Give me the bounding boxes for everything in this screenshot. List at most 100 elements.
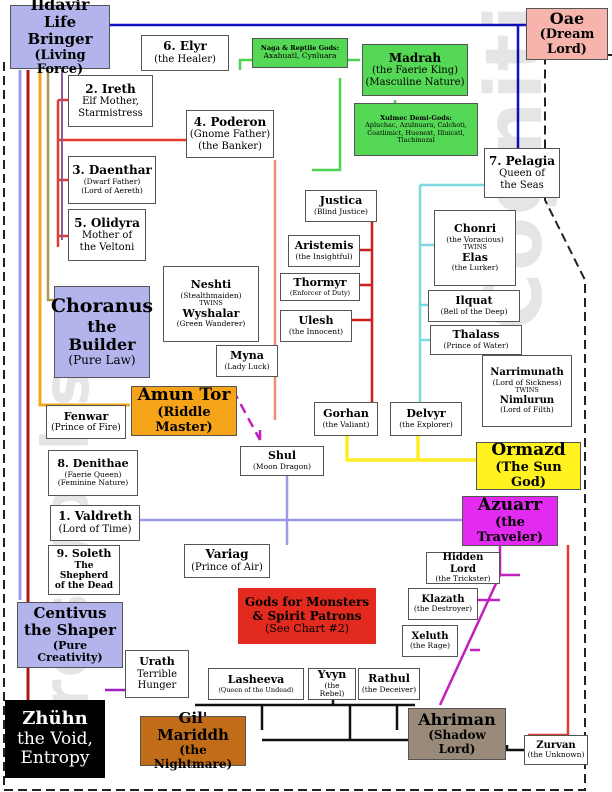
zurvan-title: Zurvan xyxy=(536,739,576,751)
ildavir-sub: (Living Force) xyxy=(34,47,86,78)
black-right-line xyxy=(505,745,528,752)
ulesh-sub: (the Innocent) xyxy=(288,327,344,336)
denithae-sub2: (Feminine Nature) xyxy=(57,478,129,488)
neshti-title: Neshti xyxy=(190,278,232,291)
shul-sub: (Moon Dragon) xyxy=(253,462,311,471)
xulmec-sub: Apluchac, Azulnuara, Calchoti, xyxy=(365,121,467,130)
ilquat-sub: (Bell of the Deep) xyxy=(440,307,508,316)
madrah-sub2: (Masculine Nature) xyxy=(365,76,465,88)
poderon-sub: (Gnome Father) xyxy=(189,129,271,141)
choranus-line3: Builder xyxy=(68,335,136,355)
myna-sub: (Lady Luck) xyxy=(224,362,270,371)
monsters-sub: (See Chart #2) xyxy=(264,622,350,636)
lasheeva-title: Lasheeva xyxy=(227,672,285,686)
delvyr-sub: (the Explorer) xyxy=(399,420,453,429)
node-daenthar: 3. Daenthar (Dwarf Father) (Lord of Aere… xyxy=(68,156,156,204)
node-thormyr: Thormyr (Enforcer of Duty) xyxy=(280,273,360,301)
madrah-title: Madrah xyxy=(388,50,442,65)
node-amuntor: Amun Tor (Riddle Master) xyxy=(131,386,237,436)
cyan-line xyxy=(418,183,486,410)
narrimunath-sub: (Lord of Sickness) xyxy=(492,377,562,387)
choranus-sub: (Pure Law) xyxy=(68,353,136,368)
elyr-sub: (the Healer) xyxy=(154,54,216,66)
soleth-sub2: of the Dead xyxy=(54,581,114,592)
narrimunath-title2: Nimlurun xyxy=(499,394,555,406)
urath-title: Urath xyxy=(139,655,175,669)
gorhan-sub: (the Valiant) xyxy=(322,420,370,429)
node-madrah: Madrah (the Faerie King) (Masculine Natu… xyxy=(362,44,468,96)
node-variag: Variag (Prince of Air) xyxy=(184,544,270,578)
node-yvyn: Yvyn (the Rebel) xyxy=(308,668,356,700)
azuarr-title: Azuarr xyxy=(477,495,543,516)
amuntor-title: Amun Tor xyxy=(137,385,231,406)
shul-title: Shul xyxy=(267,449,297,463)
justica-sub: (Blind Justice) xyxy=(314,207,368,216)
elyr-title: 6. Elyr xyxy=(163,39,207,54)
myna-title: Myna xyxy=(230,349,264,363)
ulesh-title: Ulesh xyxy=(298,314,334,328)
klazath-title: Klazath xyxy=(421,593,465,605)
node-azuarr: Azuarr (the Traveler) xyxy=(462,496,558,546)
naga-sub: Axahuatl, Cynluara xyxy=(263,51,337,61)
xeluth-sub: (the Rage) xyxy=(409,641,451,651)
lasheeva-sub: (Queen of the Undead) xyxy=(218,685,294,694)
node-choranus: Choranus the Builder (Pure Law) xyxy=(50,286,154,378)
node-shul: Shul (Moon Dragon) xyxy=(240,446,324,476)
valdreth-title: 1. Valdreth xyxy=(58,509,132,524)
khaki-line xyxy=(46,70,56,302)
node-ahriman: Ahriman (Shadow Lord) xyxy=(408,708,506,760)
naga-title: Naga & Reptile Gods: xyxy=(260,43,340,52)
black-line xyxy=(195,678,440,742)
daenthar-title: 3. Daenthar xyxy=(72,163,152,178)
daenthar-sub: (Dwarf Father) xyxy=(83,177,141,187)
node-naga: Naga & Reptile Gods: Axahuatl, Cynluara xyxy=(252,38,348,68)
node-pelagia: 7. Pelagia Queen of the Seas xyxy=(484,148,560,198)
node-xulmec: Xulmec Demi-Gods: Apluchac, Azulnuara, C… xyxy=(354,103,478,156)
azuarr-sub: (the Traveler) xyxy=(476,514,544,545)
narrimunath-twins: TWINS xyxy=(515,386,539,395)
soleth-title: 9. Soleth xyxy=(56,547,112,561)
node-klazath: Klazath (the Destroyer) xyxy=(408,588,478,620)
poderon-sub2: (the Banker) xyxy=(198,140,262,152)
variag-sub: (Prince of Air) xyxy=(191,562,263,574)
thormyr-title: Thormyr xyxy=(293,275,347,289)
narrimunath-title: Narrimunath xyxy=(490,367,564,379)
zhuhn-line2: the Void, xyxy=(17,728,93,749)
zurvan-sub: (the Unknown) xyxy=(527,750,585,760)
node-xeluth: Xeluth (the Rage) xyxy=(402,625,458,657)
delvyr-title: Delvyr xyxy=(406,407,446,421)
node-denithae: 8. Denithae (Faerie Queen) (Feminine Nat… xyxy=(48,450,138,496)
ormazd-title: Ormazd xyxy=(491,440,566,461)
node-zurvan: Zurvan (the Unknown) xyxy=(524,735,588,765)
justica-title: Justica xyxy=(319,194,363,208)
ahriman-title: Ahriman xyxy=(418,710,496,729)
node-lasheeva: Lasheeva (Queen of the Undead) xyxy=(208,668,304,700)
centivus-title: Centivus xyxy=(33,604,107,623)
ireth-sub: Elf Mother, xyxy=(82,96,139,108)
node-narrimunath: Narrimunath (Lord of Sickness) TWINS Nim… xyxy=(482,355,572,427)
node-centivus: Centivus the Shaper (Pure Creativity) xyxy=(17,602,123,668)
node-ormazd: Ormazd (The Sun God) xyxy=(476,440,581,490)
yvyn-title: Yvyn xyxy=(317,668,347,682)
node-gorhan: Gorhan (the Valiant) xyxy=(314,402,378,436)
ormazd-sub: (The Sun God) xyxy=(495,459,562,490)
node-ulesh: Ulesh (the Innocent) xyxy=(280,310,352,342)
valdreth-sub: (Lord of Time) xyxy=(58,524,132,536)
neshti-sub2: (Green Wanderer) xyxy=(176,319,246,329)
centivus-line2: the Shaper xyxy=(24,621,116,640)
xulmec-sub3: Tlachinozal xyxy=(397,135,435,144)
node-soleth: 9. Soleth The Shepherd of the Dead xyxy=(48,545,120,595)
fenwar-title: Fenwar xyxy=(63,409,109,423)
pelagia-sub2: the Seas xyxy=(500,179,544,191)
ildavir-title: Ildavir xyxy=(30,0,90,14)
urath-sub: Terrible xyxy=(136,668,178,680)
oae-title: Oae xyxy=(549,8,585,28)
node-zhuhn: Zhühn the Void, Entropy xyxy=(5,700,105,778)
xeluth-title: Xeluth xyxy=(411,630,449,642)
amuntor-sub: (Riddle Master) xyxy=(155,404,213,435)
choranus-title: Choranus xyxy=(50,294,154,317)
node-monsters: Gods for Monsters & Spirit Patrons (See … xyxy=(238,588,376,644)
oae-sub: (Dream Lord) xyxy=(539,27,595,58)
chonri-title: Chonri xyxy=(453,222,497,235)
denithae-sub: (Faerie Queen) xyxy=(64,469,122,479)
